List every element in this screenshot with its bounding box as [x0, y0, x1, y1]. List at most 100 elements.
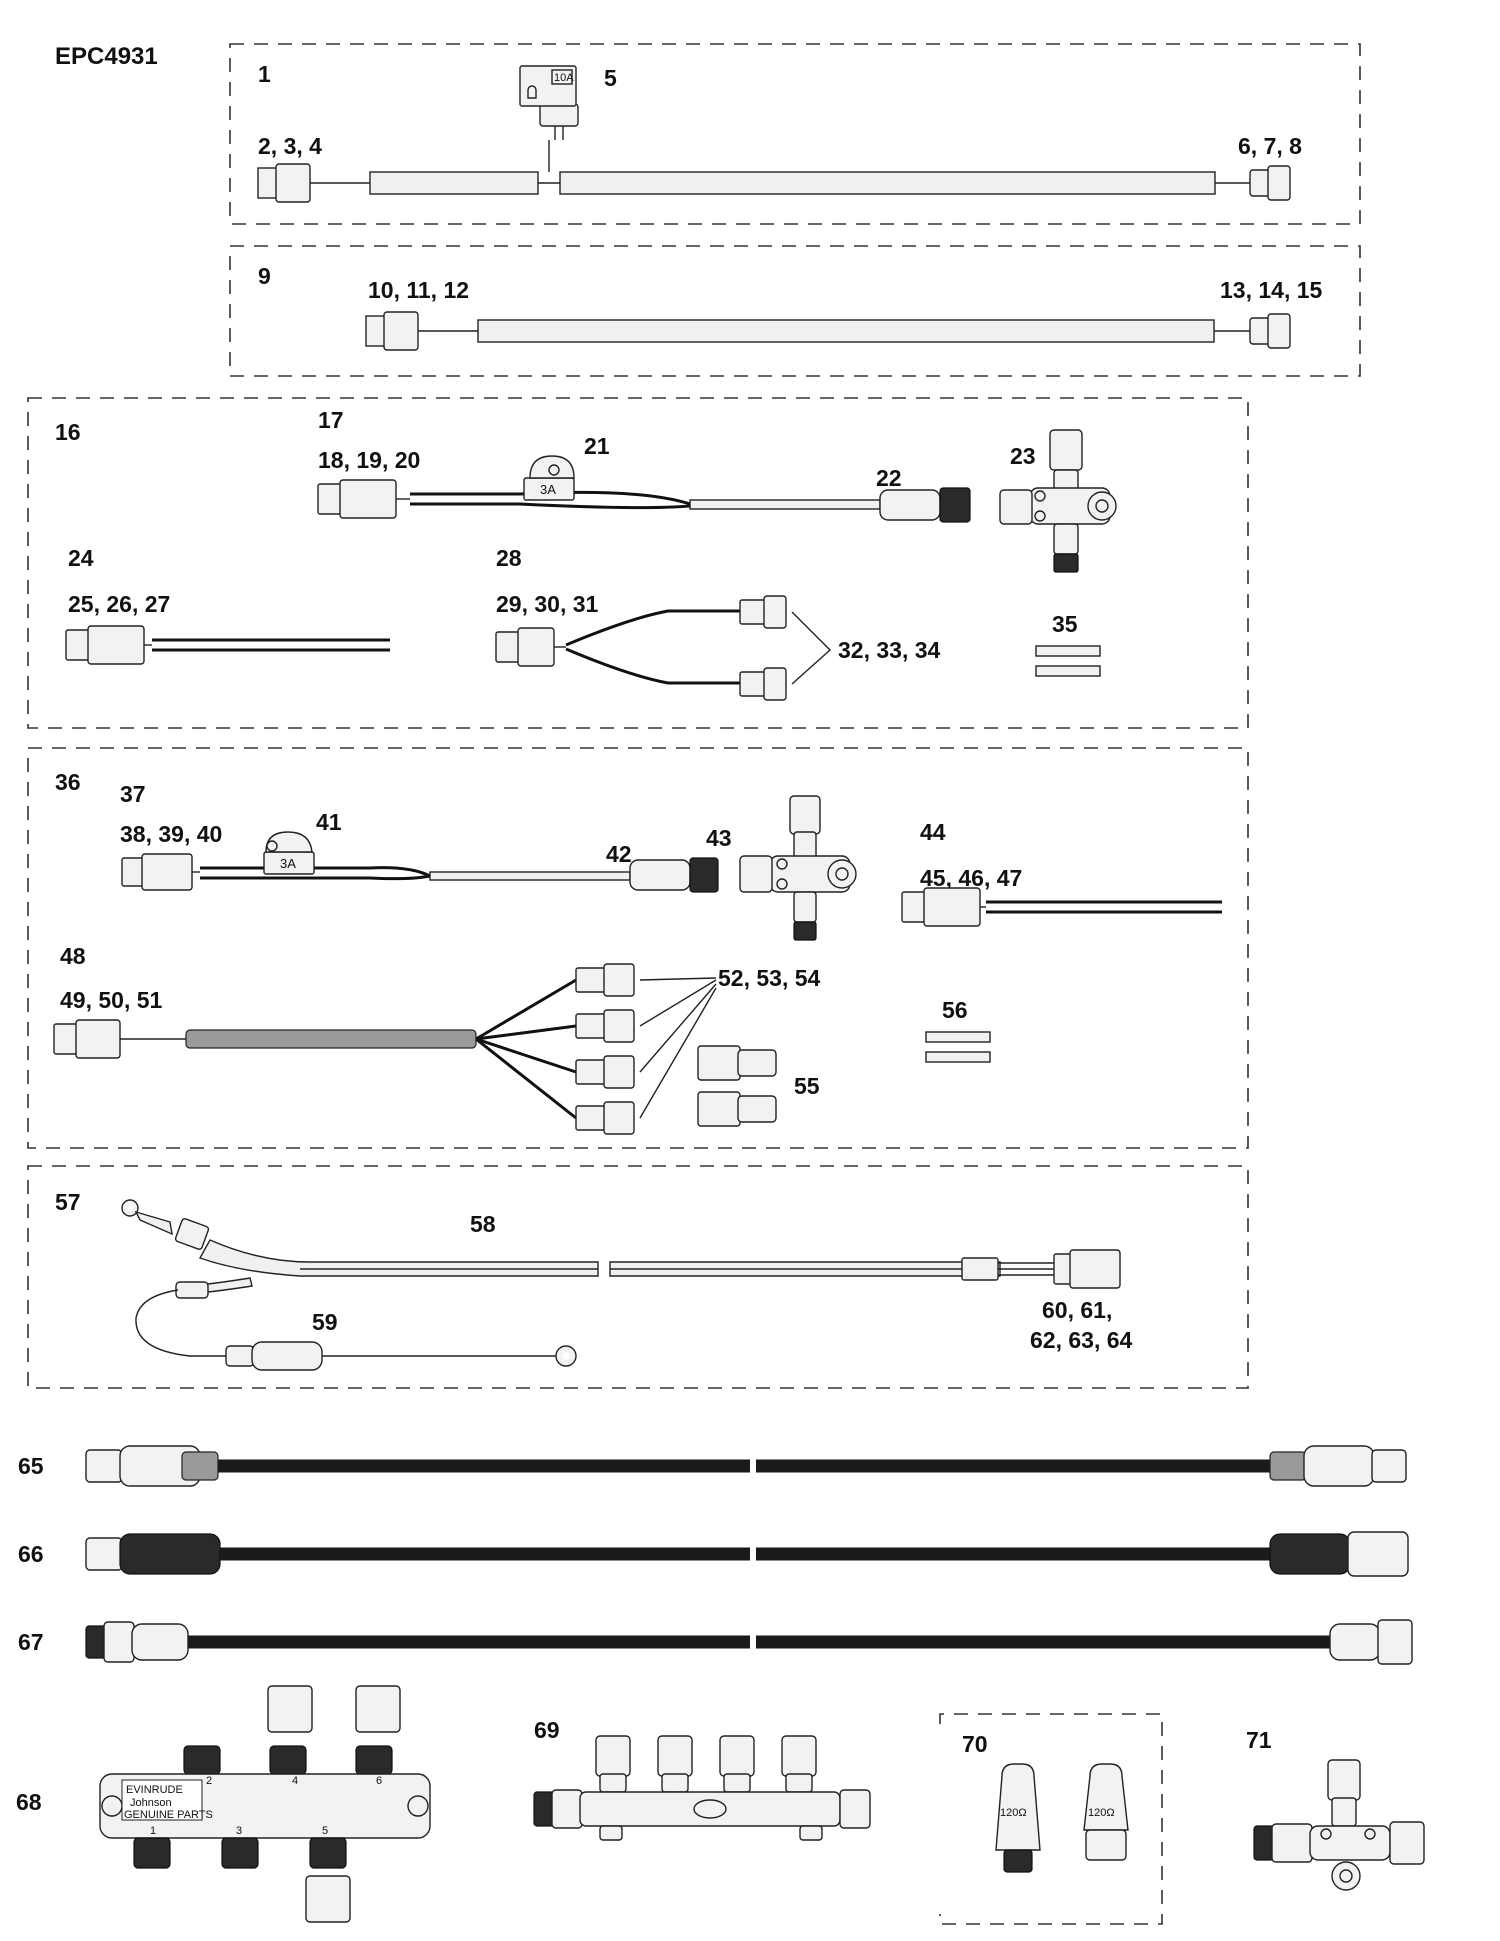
power-tap-harness-17: 3A	[317, 455, 971, 523]
connector-10-11-12	[365, 311, 478, 351]
fuse-rating-41: 3A	[280, 856, 296, 871]
label-45-47: 45, 46, 47	[920, 865, 1022, 891]
label-1: 1	[258, 61, 271, 87]
pigtail-harness-44	[901, 887, 1222, 927]
label-62-64: 62, 63, 64	[1030, 1327, 1133, 1353]
cable-segment	[369, 171, 539, 195]
tee-connector-43	[739, 795, 857, 941]
label-71: 71	[1246, 1727, 1272, 1753]
label-21: 21	[584, 433, 610, 459]
group-36: 36 37 38, 39, 40 41 42 43 44 45, 46, 47 …	[27, 747, 1249, 1149]
terminator-female	[1083, 1763, 1129, 1831]
label-52-54: 52, 53, 54	[718, 965, 821, 991]
fuse-holder-5: 10A	[519, 65, 579, 140]
brand-line-3: GENUINE PARTS	[124, 1809, 213, 1821]
diagram-code: EPC4931	[55, 43, 158, 70]
label-13-15: 13, 14, 15	[1220, 277, 1323, 303]
pigtail-harness-24	[65, 625, 390, 665]
label-42: 42	[606, 841, 632, 867]
brand-line-1: EVINRUDE	[126, 1784, 183, 1796]
tee-connector-71: 71	[1246, 1727, 1425, 1891]
label-28: 28	[496, 545, 522, 571]
port-number-3: 3	[236, 1825, 242, 1837]
drop-cable-67: 67	[18, 1619, 1413, 1665]
label-48: 48	[60, 943, 86, 969]
terminator-value-male: 120Ω	[1000, 1807, 1027, 1819]
label-67: 67	[18, 1629, 44, 1655]
label-41: 41	[316, 809, 342, 835]
port-number-2: 2	[206, 1775, 212, 1787]
group-9-harness: 9 10, 11, 12 13, 14, 15	[229, 245, 1361, 377]
backbone-cable-65: 65	[18, 1445, 1407, 1487]
power-tap-harness-37: 3A	[121, 831, 719, 893]
label-25-27: 25, 26, 27	[68, 591, 170, 617]
group-9-box	[229, 245, 1361, 377]
label-32-34: 32, 33, 34	[838, 637, 941, 663]
label-68: 68	[16, 1789, 42, 1815]
cable-segment	[477, 319, 1215, 343]
label-56: 56	[942, 997, 968, 1023]
label-36: 36	[55, 769, 81, 795]
y-harness-28	[495, 595, 832, 701]
label-18-20: 18, 19, 20	[318, 447, 420, 473]
connector-6-7-8	[1215, 165, 1291, 201]
cap	[355, 1685, 401, 1733]
label-58: 58	[470, 1211, 496, 1237]
label-70: 70	[962, 1731, 988, 1757]
group-36-box	[27, 747, 1249, 1149]
label-24: 24	[68, 545, 94, 571]
label-17: 17	[318, 407, 344, 433]
cap	[305, 1875, 351, 1923]
terminators-70: 70 120Ω 120Ω	[939, 1713, 1163, 1925]
connector-13-14-15	[1214, 313, 1291, 349]
label-16: 16	[55, 419, 81, 445]
backbone-cable-66: 66	[18, 1531, 1409, 1577]
plugs-55	[697, 1045, 777, 1127]
label-49-51: 49, 50, 51	[60, 987, 163, 1013]
label-10-12: 10, 11, 12	[368, 277, 469, 303]
tee-connector-23	[999, 429, 1117, 573]
ground-harness-58	[121, 1199, 1121, 1371]
label-37: 37	[120, 781, 146, 807]
connector-2-3-4	[257, 163, 370, 203]
terminator-value-female: 120Ω	[1088, 1807, 1115, 1819]
port-number-4: 4	[292, 1775, 298, 1787]
label-57: 57	[55, 1189, 81, 1215]
label-69: 69	[534, 1717, 560, 1743]
port-number-6: 6	[376, 1775, 382, 1787]
label-6-8: 6, 7, 8	[1238, 133, 1302, 159]
fuse-rating-main: 10A	[554, 72, 574, 84]
label-9: 9	[258, 263, 271, 289]
multi-port-junction-69: 69	[533, 1717, 871, 1841]
group-1-harness: 1 5 2, 3, 4 6, 7, 8 10A	[229, 43, 1361, 225]
terminator-male	[995, 1763, 1041, 1851]
label-35: 35	[1052, 611, 1078, 637]
cap	[267, 1685, 313, 1733]
label-23: 23	[1010, 443, 1036, 469]
seals-35	[1035, 645, 1101, 677]
brand-line-2: Johnson	[130, 1797, 172, 1809]
port-number-5: 5	[322, 1825, 328, 1837]
label-60-61: 60, 61,	[1042, 1297, 1112, 1323]
label-38-40: 38, 39, 40	[120, 821, 222, 847]
label-44: 44	[920, 819, 946, 845]
label-5: 5	[604, 65, 617, 91]
label-2-4: 2, 3, 4	[258, 133, 322, 159]
group-1-box	[229, 43, 1361, 225]
split-loom	[185, 1029, 477, 1049]
fuse-rating-21: 3A	[540, 482, 556, 497]
cable-segment	[559, 171, 1216, 195]
seals-56	[925, 1031, 991, 1063]
label-59: 59	[312, 1309, 338, 1335]
label-29-31: 29, 30, 31	[496, 591, 599, 617]
group-57: 57 58 59 60, 61, 62, 63, 64	[27, 1165, 1249, 1389]
multi-harness-48	[53, 963, 717, 1135]
group-16-box	[27, 397, 1249, 729]
label-65: 65	[18, 1453, 44, 1479]
group-16: 16 17 18, 19, 20 21 22 23 3A	[27, 397, 1249, 729]
label-43: 43	[706, 825, 732, 851]
junction-block-68: 68 EVINRUDE Johnson GENUINE PARTS 2 4 6 …	[16, 1685, 431, 1923]
group-57-box	[27, 1165, 1249, 1389]
label-66: 66	[18, 1541, 44, 1567]
